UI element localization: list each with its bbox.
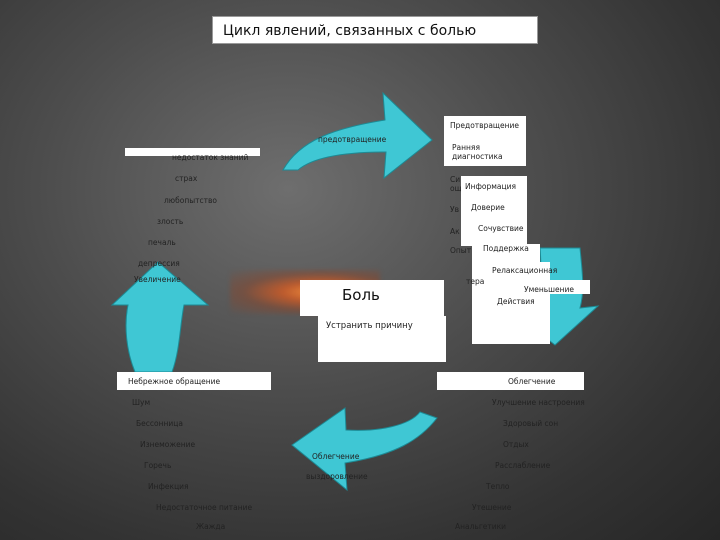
overlay-item: Доверие xyxy=(471,203,505,212)
bottom-right-item: Отдых xyxy=(503,440,529,449)
title-box: Цикл явлений, связанных с болью xyxy=(212,16,538,44)
overlay-item: Поддержка xyxy=(483,244,529,253)
right-item: диагностика xyxy=(452,152,503,161)
left-item: злость xyxy=(157,217,184,226)
bottom-right-item: Утешение xyxy=(472,503,512,512)
overlay-box-relaxation xyxy=(472,262,550,344)
right-item: Си xyxy=(450,175,461,184)
bottom-right-item: Здоровый сон xyxy=(503,419,559,428)
remove-cause-label: Устранить причину xyxy=(326,321,413,331)
bottom-left-item: Жажда xyxy=(196,522,226,531)
left-item: любопытство xyxy=(164,196,218,205)
right-top-heading: Предотвращение xyxy=(450,121,520,130)
arrow-top xyxy=(282,91,433,180)
left-list-box xyxy=(125,148,260,156)
bottom-right-item: Анальгетики xyxy=(455,522,507,531)
left-item: печаль xyxy=(148,238,176,247)
page-title: Цикл явлений, связанных с болью xyxy=(223,23,477,39)
left-item: депрессия xyxy=(138,259,180,268)
arrow-left xyxy=(110,261,210,373)
arrow-bottom xyxy=(291,407,438,492)
bottom-left-box xyxy=(117,372,271,390)
bottom-right-item: Облегчение xyxy=(508,377,556,386)
overlay-item: Действия xyxy=(497,297,535,306)
arrow-label-relief: Облегчение xyxy=(312,452,360,461)
bottom-left-item: Горечь xyxy=(144,461,172,470)
right-item: Ранняя xyxy=(452,143,480,152)
right-item: ощ xyxy=(450,184,462,193)
bottom-right-item: Тепло xyxy=(486,482,510,491)
overlay-item: Информация xyxy=(465,182,517,191)
bottom-left-item: Недостаточное питание xyxy=(156,503,253,512)
right-item: Ак xyxy=(450,227,460,236)
overlay-item: Уменьшение xyxy=(524,285,575,294)
bottom-left-item: Небрежное обращение xyxy=(128,377,221,386)
bottom-left-item: Изнеможение xyxy=(140,440,196,449)
overlay-box-information xyxy=(461,176,527,246)
right-item: Опыт xyxy=(450,246,472,255)
right-item: Ув xyxy=(450,205,459,214)
overlay-item: Сочувствие xyxy=(478,224,524,233)
pain-box: Боль xyxy=(300,280,444,316)
bottom-right-item: Улучшение настроения xyxy=(492,398,585,407)
bottom-left-item: Инфекция xyxy=(148,482,189,491)
right-item: Релаксационная xyxy=(492,266,558,275)
bottom-left-item: Бессонница xyxy=(136,419,183,428)
overlay-box-reduction xyxy=(512,280,590,294)
pain-label: Боль xyxy=(342,286,380,304)
bottom-right-item: Расслабление xyxy=(495,461,551,470)
bottom-left-item: Шум xyxy=(132,398,151,407)
left-item: страх xyxy=(175,174,198,183)
right-item: тера xyxy=(466,277,485,286)
left-item: Увеличение xyxy=(134,275,181,284)
bottom-right-box xyxy=(437,372,584,390)
arrow-label-prevention: предотвращение xyxy=(318,135,387,144)
overlay-box-support xyxy=(472,244,540,266)
right-top-box xyxy=(444,116,526,166)
remove-cause-box: Устранить причину xyxy=(318,316,446,362)
left-item: недостаток знаний xyxy=(172,153,249,162)
arrow-label-recovery: выздоровление xyxy=(306,472,368,481)
